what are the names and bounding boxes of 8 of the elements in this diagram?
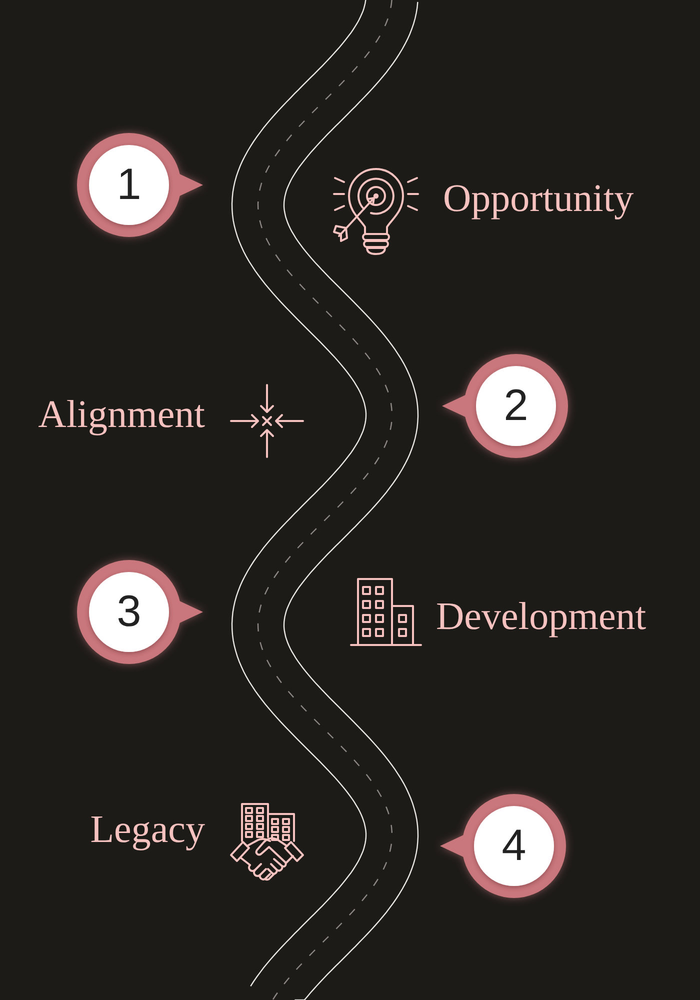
- step-label: Opportunity: [443, 179, 634, 218]
- step-number: 4: [502, 824, 526, 868]
- step-label: Alignment: [38, 395, 205, 434]
- step-label: Development: [436, 597, 646, 636]
- step-number: 1: [116, 163, 142, 207]
- step-number: 2: [504, 384, 528, 428]
- step-label: Legacy: [90, 810, 205, 849]
- step-number: 3: [116, 590, 142, 634]
